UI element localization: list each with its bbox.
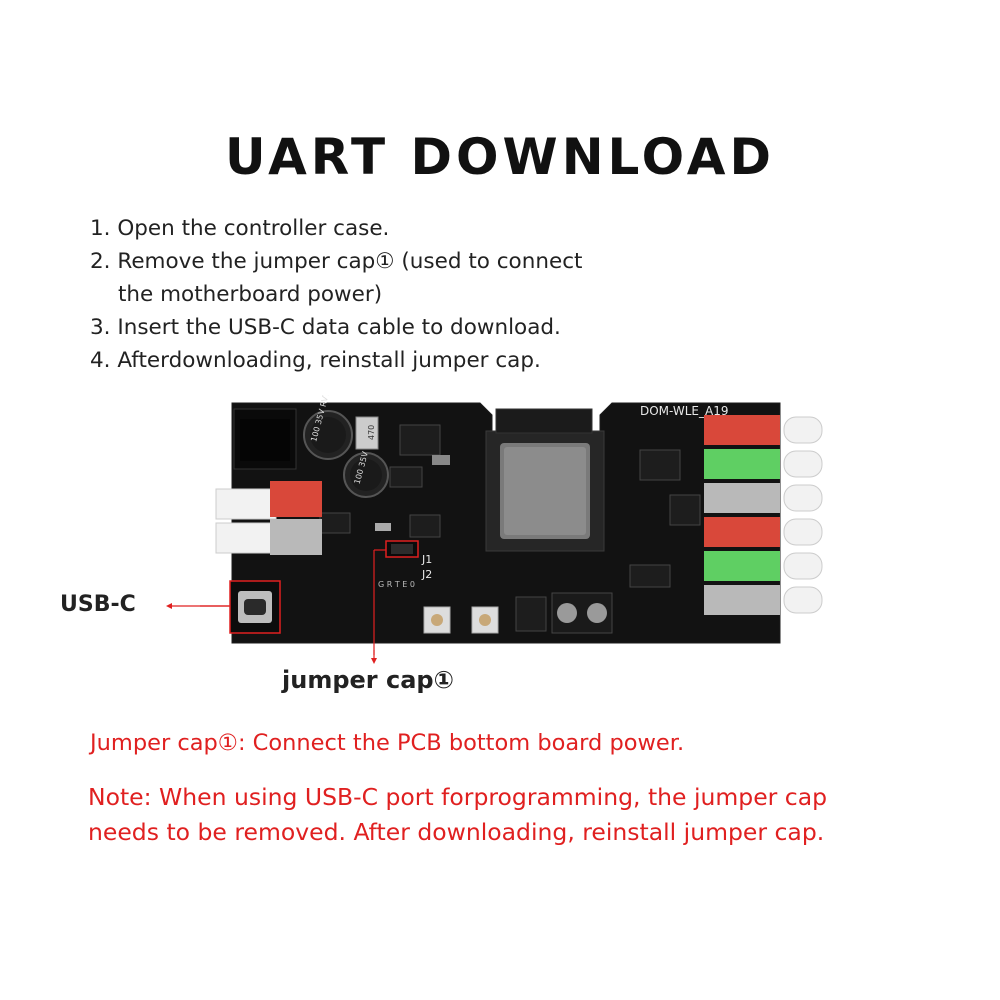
step-3: 3. Insert the USB-C data cable to downlo… (90, 315, 561, 340)
terminal-block-left (215, 481, 322, 555)
instruction-list: 1. Open the controller case. 2. Remove t… (90, 212, 582, 377)
programming-note-line-2: needs to be removed. After downloading, … (88, 818, 825, 846)
programming-note: Note: When using USB-C port forprogrammi… (88, 780, 827, 850)
step-2: 2. Remove the jumper cap① (used to conne… (90, 249, 583, 274)
j2-label: J2 (421, 568, 432, 581)
jumper-cap-label: jumper cap① (282, 666, 454, 694)
usb-c-port (229, 580, 281, 634)
j1-label: J1 (421, 553, 432, 566)
terminal-block-right (704, 415, 823, 615)
page-title: UART DOWNLOAD (225, 128, 775, 186)
pin-labels: G R T E 0 (378, 580, 415, 589)
usb-c-label: USB-C (60, 592, 136, 617)
capacitor-1 (303, 410, 353, 460)
capacitor-2 (343, 452, 389, 498)
programming-note-line-1: Note: When using USB-C port forprogrammi… (88, 783, 828, 811)
step-1: 1. Open the controller case. (90, 216, 390, 241)
pcb-board-image: 100 35V RVT 100 35V RVT 470 DOM-WLE_A19 (154, 391, 830, 655)
board-model-label: DOM-WLE_A19 (640, 404, 729, 418)
jumper-cap (385, 540, 419, 558)
capacitor-small-label: 470 (367, 425, 376, 440)
step-4: 4. Afterdownloading, reinstall jumper ca… (90, 348, 541, 373)
step-2-continued: the motherboard power) (118, 282, 383, 307)
jumper-note: Jumper cap①: Connect the PCB bottom boar… (90, 730, 685, 756)
